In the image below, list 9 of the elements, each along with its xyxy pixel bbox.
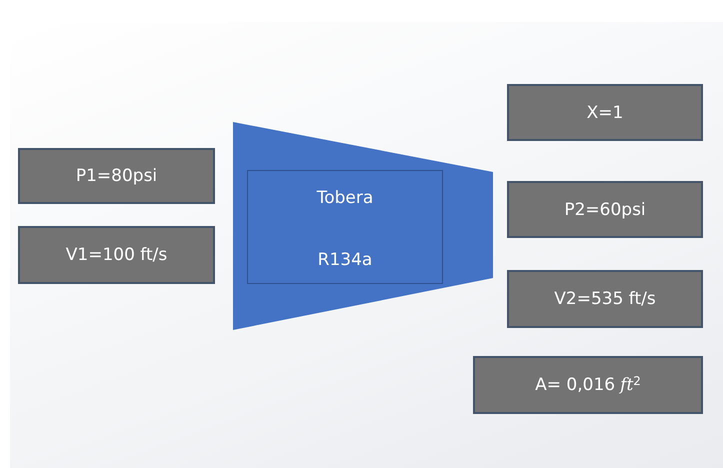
body-text: R134a: [318, 250, 372, 270]
heading-text: Tobera: [316, 188, 374, 208]
value-box: P1=80psi: [18, 148, 215, 204]
value-box: A= 0,016 ft$^{2}$: [473, 356, 703, 414]
value-box: V2=535 ft/s: [507, 270, 703, 328]
value-box: V1=100 ft/s: [18, 226, 215, 284]
value-box: X=1: [507, 84, 703, 141]
label-frame: [247, 170, 443, 284]
value-box: P2=60psi: [507, 181, 703, 238]
